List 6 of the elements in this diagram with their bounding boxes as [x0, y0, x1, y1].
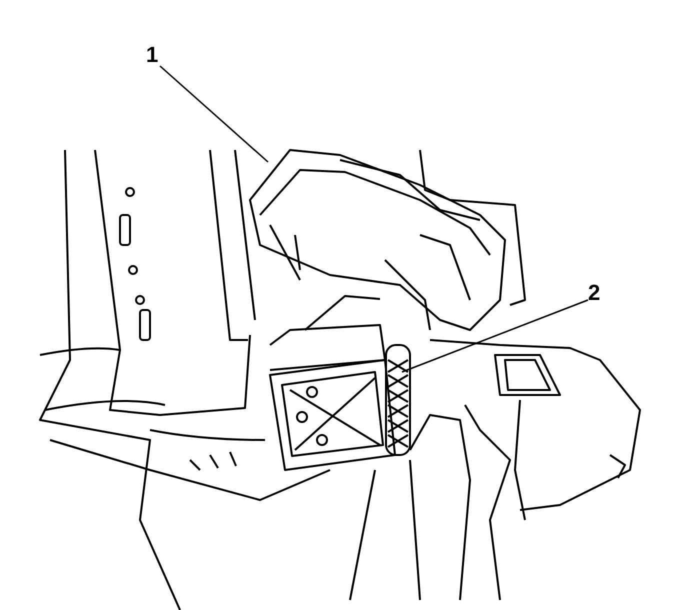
air-door-drawing: [269, 344, 411, 471]
air-duct-drawing: [249, 149, 506, 331]
callout-number: 2: [588, 282, 600, 304]
callout-number: 1: [146, 44, 158, 66]
leader-line: [160, 65, 268, 163]
leader-line: [402, 299, 588, 373]
